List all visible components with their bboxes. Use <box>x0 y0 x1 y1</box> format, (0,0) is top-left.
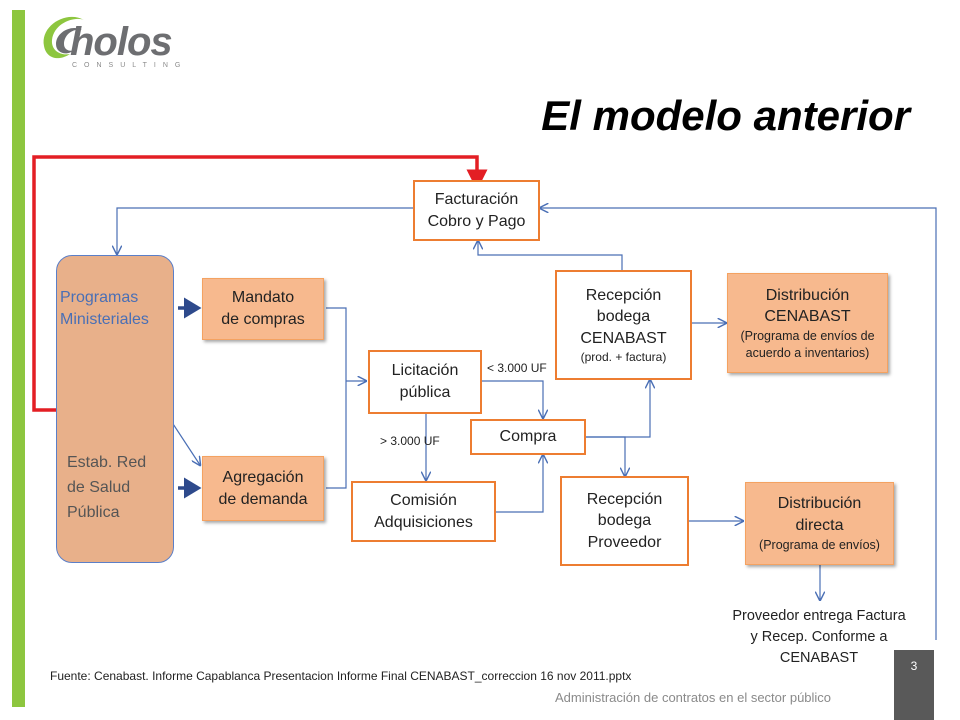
source-citation: Fuente: Cenabast. Informe Capablanca Pre… <box>50 669 632 683</box>
comision-box: Comisión Adquisiciones <box>351 481 496 542</box>
estab-red-label: Estab. Red de Salud Pública <box>67 454 147 521</box>
mandato-box: Mandato de compras <box>202 278 324 340</box>
proveedor-note: Proveedor entrega Factura y Recep. Confo… <box>732 608 906 667</box>
page-title: El modelo anterior <box>541 92 910 139</box>
recepcion-proveedor-box: Recepción bodega Proveedor <box>560 476 689 566</box>
page-number: 3 <box>894 650 934 720</box>
programas-box <box>56 255 174 563</box>
footer-text: Administración de contratos en el sector… <box>555 690 832 705</box>
label-gt-3000: > 3.000 UF <box>380 434 440 448</box>
compra-box: Compra <box>470 419 586 455</box>
logo-brand: holos <box>70 20 173 64</box>
facturacion-box: Facturación Cobro y Pago <box>413 180 540 241</box>
label-lt-3000: < 3.000 UF <box>487 361 547 375</box>
line-to-programas <box>117 207 413 254</box>
licitacion-box: Licitación pública <box>368 350 482 414</box>
line-recep-to-fact <box>478 241 623 270</box>
distribucion-directa-box: Distribución directa (Programa de envíos… <box>745 482 894 565</box>
sidebar-accent-bar <box>12 10 25 707</box>
distribucion-cenabast-box: Distribución CENABAST (Programa de envío… <box>727 273 888 373</box>
agregacion-box: Agregación de demanda <box>202 456 324 521</box>
holos-logo-icon <box>43 16 84 59</box>
recepcion-cenabast-box: Recepción bodega CENABAST (prod. + factu… <box>555 270 692 380</box>
logo-subtitle: CONSULTING <box>72 62 188 69</box>
return-line-right <box>540 208 937 640</box>
red-feedback-line <box>32 155 488 412</box>
programas-label: Programas Ministeriales <box>60 289 149 329</box>
